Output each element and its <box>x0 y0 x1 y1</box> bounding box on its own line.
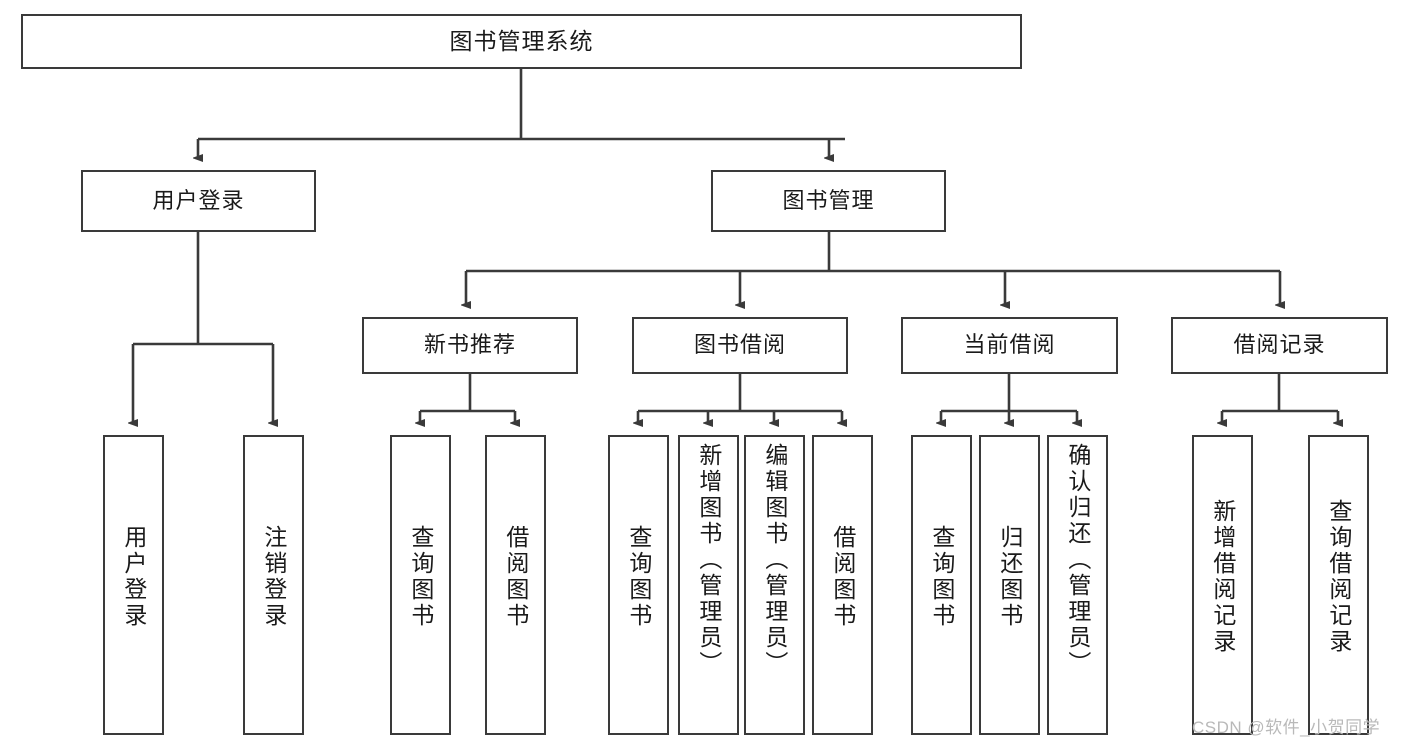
leaf-user-login-signout[interactable]: 注销登录 <box>243 435 304 735</box>
leaf-borrow-query-book[interactable]: 查询图书 <box>608 435 669 735</box>
leaf-label: 归还图书 <box>996 525 1023 629</box>
node-root-system[interactable]: 图书管理系统 <box>21 14 1022 69</box>
node-book-management[interactable]: 图书管理 <box>711 170 946 232</box>
leaf-label: 新增借阅记录 <box>1209 499 1236 655</box>
leaf-current-query-book[interactable]: 查询图书 <box>911 435 972 735</box>
node-borrow-record[interactable]: 借阅记录 <box>1171 317 1388 374</box>
node-book-borrow[interactable]: 图书借阅 <box>632 317 848 374</box>
leaf-label: 编辑图书（管理员） <box>761 443 788 677</box>
leaf-borrow-borrow-book[interactable]: 借阅图书 <box>812 435 873 735</box>
leaf-borrow-edit-book-admin[interactable]: 编辑图书（管理员） <box>744 435 805 735</box>
csdn-watermark: CSDN @软件_小贺同学 <box>1192 718 1381 737</box>
leaf-record-add-record[interactable]: 新增借阅记录 <box>1192 435 1253 735</box>
leaf-label: 借阅图书 <box>829 525 856 629</box>
leaf-label: 用户登录 <box>120 525 147 629</box>
leaf-label: 查询图书 <box>928 525 955 629</box>
leaf-recommend-query-book[interactable]: 查询图书 <box>390 435 451 735</box>
node-new-book-recommend[interactable]: 新书推荐 <box>362 317 578 374</box>
leaf-user-login-signin[interactable]: 用户登录 <box>103 435 164 735</box>
leaf-label: 借阅图书 <box>502 525 529 629</box>
leaf-label: 确认归还（管理员） <box>1064 443 1091 677</box>
leaf-label: 查询图书 <box>625 525 652 629</box>
leaf-recommend-borrow-book[interactable]: 借阅图书 <box>485 435 546 735</box>
leaf-label: 新增图书（管理员） <box>695 443 722 677</box>
leaf-label: 查询借阅记录 <box>1325 499 1352 655</box>
node-user-login[interactable]: 用户登录 <box>81 170 316 232</box>
leaf-label: 注销登录 <box>260 525 287 629</box>
node-current-borrow[interactable]: 当前借阅 <box>901 317 1118 374</box>
leaf-borrow-add-book-admin[interactable]: 新增图书（管理员） <box>678 435 739 735</box>
leaf-current-return-book[interactable]: 归还图书 <box>979 435 1040 735</box>
leaf-label: 查询图书 <box>407 525 434 629</box>
leaf-record-query-record[interactable]: 查询借阅记录 <box>1308 435 1369 735</box>
leaf-current-confirm-return-admin[interactable]: 确认归还（管理员） <box>1047 435 1108 735</box>
